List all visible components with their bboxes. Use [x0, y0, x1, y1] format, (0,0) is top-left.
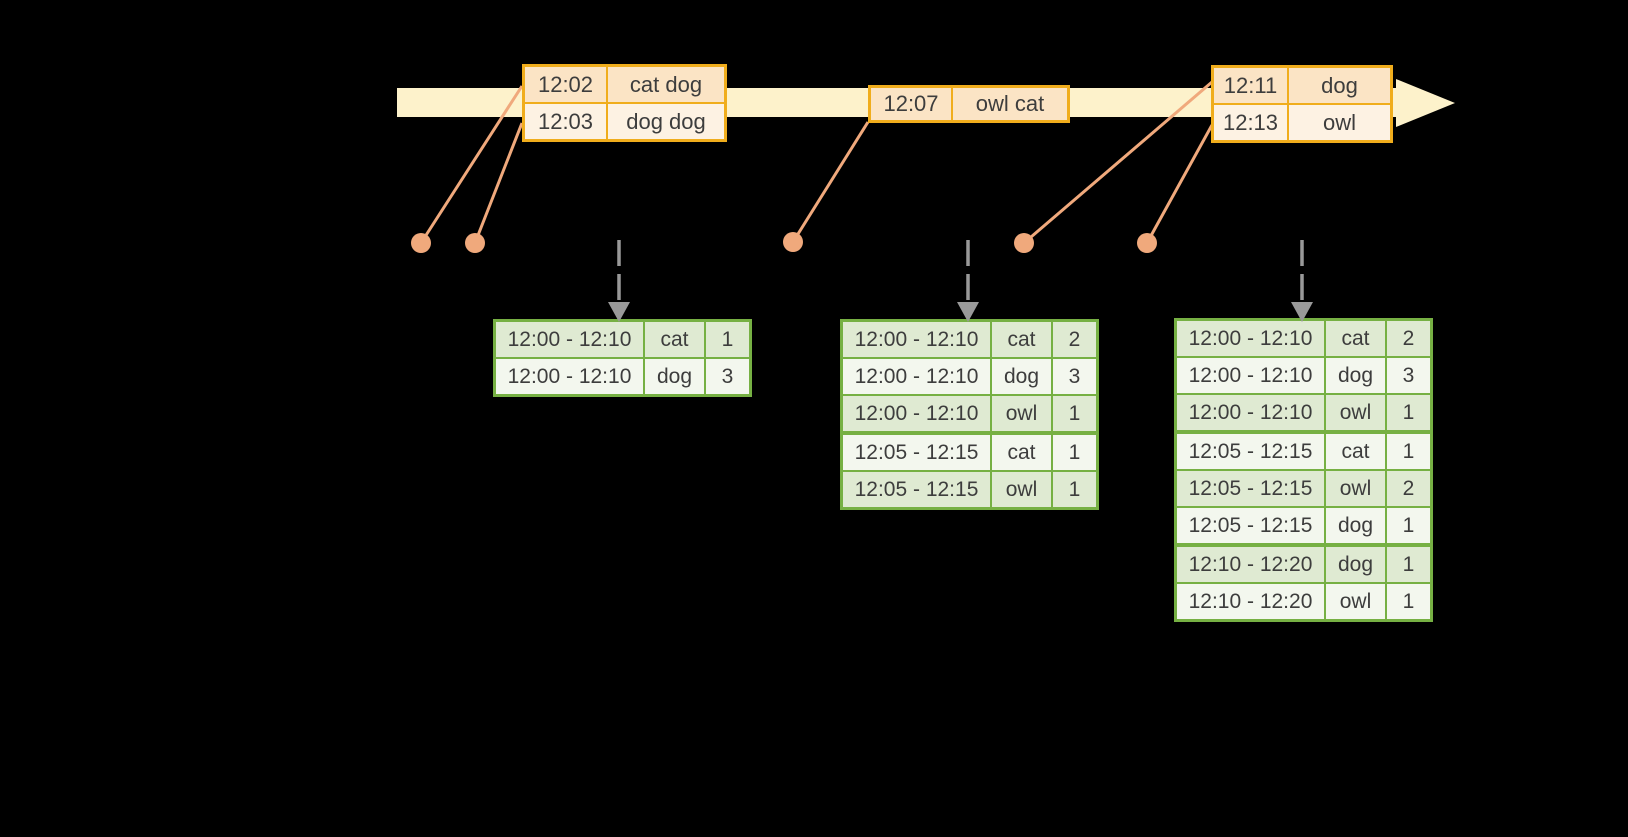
window-cell: 12:05 - 12:15: [1177, 434, 1324, 469]
word-cell: dog: [1326, 547, 1385, 582]
word-cell: dog: [1326, 508, 1385, 543]
window-cell: 12:05 - 12:15: [843, 472, 990, 507]
word-cell: dog: [645, 359, 704, 394]
word-cell: cat: [992, 322, 1051, 357]
window-cell: 12:00 - 12:10: [843, 322, 990, 357]
count-cell: 1: [1053, 472, 1096, 507]
window-cell: 12:05 - 12:15: [843, 435, 990, 470]
window-cell: 12:00 - 12:10: [843, 396, 990, 431]
event-time-cell: 12:13: [1214, 105, 1287, 140]
trigger-arrowhead-icon: [1291, 302, 1313, 322]
trigger-arrowhead-icon: [608, 302, 630, 322]
count-cell: 1: [1387, 547, 1430, 582]
event-words-cell: dog dog: [608, 104, 724, 139]
event-time-dot: [465, 233, 485, 253]
count-cell: 2: [1053, 322, 1096, 357]
word-cell: dog: [1326, 358, 1385, 393]
event-time-cell: 12:07: [871, 88, 951, 120]
event-time-dot: [411, 233, 431, 253]
event-time-cell: 12:02: [525, 67, 606, 102]
word-cell: owl: [1326, 395, 1385, 430]
event-time-dot: [783, 232, 803, 252]
count-cell: 3: [1053, 359, 1096, 394]
count-cell: 1: [706, 322, 749, 357]
timeline-arrowhead-icon: [1396, 79, 1455, 127]
window-cell: 12:00 - 12:10: [1177, 358, 1324, 393]
count-cell: 1: [1053, 396, 1096, 431]
word-cell: cat: [1326, 321, 1385, 356]
window-cell: 12:05 - 12:15: [1177, 471, 1324, 506]
event-words-cell: dog: [1289, 68, 1390, 103]
word-cell: owl: [992, 472, 1051, 507]
count-cell: 1: [1387, 395, 1430, 430]
event-words-cell: owl: [1289, 105, 1390, 140]
window-cell: 12:00 - 12:10: [496, 322, 643, 357]
window-cell: 12:00 - 12:10: [843, 359, 990, 394]
count-cell: 1: [1387, 584, 1430, 619]
count-cell: 3: [1387, 358, 1430, 393]
word-cell: owl: [992, 396, 1051, 431]
word-cell: cat: [1326, 434, 1385, 469]
count-cell: 2: [1387, 321, 1430, 356]
window-cell: 12:00 - 12:10: [496, 359, 643, 394]
window-cell: 12:10 - 12:20: [1177, 584, 1324, 619]
word-cell: owl: [1326, 471, 1385, 506]
event-words-cell: owl cat: [953, 88, 1067, 120]
event-connector-line: [1023, 80, 1213, 245]
event-connector-line: [791, 121, 870, 243]
count-cell: 1: [1053, 435, 1096, 470]
count-cell: 1: [1387, 434, 1430, 469]
trigger-arrowhead-icon: [957, 302, 979, 322]
word-cell: owl: [1326, 584, 1385, 619]
window-cell: 12:00 - 12:10: [1177, 321, 1324, 356]
event-time-cell: 12:03: [525, 104, 606, 139]
event-connector-line: [473, 122, 524, 244]
count-cell: 1: [1387, 508, 1430, 543]
word-cell: dog: [992, 359, 1051, 394]
event-connector-line: [1145, 124, 1214, 244]
event-time-cell: 12:11: [1214, 68, 1287, 103]
word-cell: cat: [992, 435, 1051, 470]
count-cell: 3: [706, 359, 749, 394]
event-time-dot: [1014, 233, 1034, 253]
event-time-dot: [1137, 233, 1157, 253]
event-words-cell: cat dog: [608, 67, 724, 102]
window-cell: 12:10 - 12:20: [1177, 547, 1324, 582]
event-connector-line: [419, 85, 524, 244]
window-cell: 12:05 - 12:15: [1177, 508, 1324, 543]
window-cell: 12:00 - 12:10: [1177, 395, 1324, 430]
word-cell: cat: [645, 322, 704, 357]
count-cell: 2: [1387, 471, 1430, 506]
